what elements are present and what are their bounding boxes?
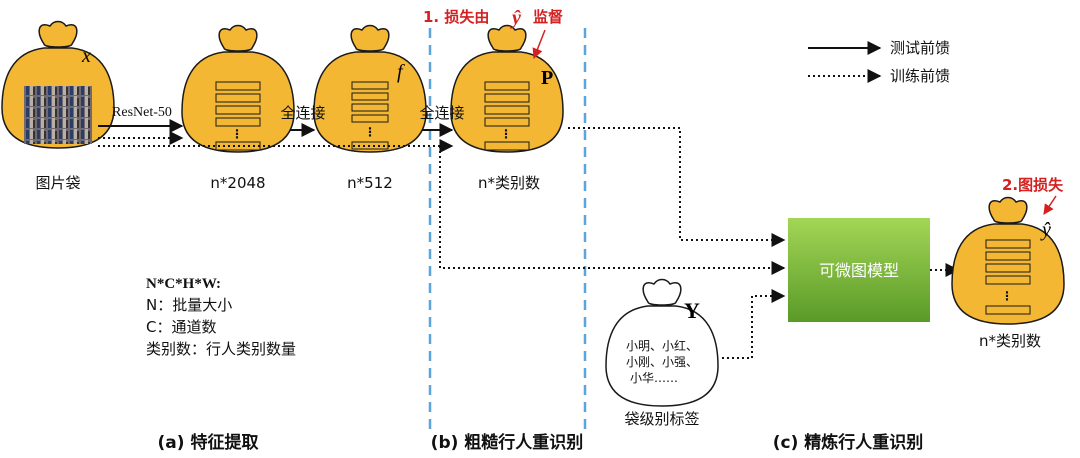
ellipsis-dots: ⋮: [500, 127, 512, 141]
section-caption-a: (a) 特征提取: [158, 432, 259, 453]
label-name-line-2: 小刚、小强、: [626, 355, 698, 369]
ellipsis-dots: ⋮: [1001, 289, 1013, 303]
notation-line-3: 类别数：行人类别数量: [146, 340, 296, 358]
input-bag-caption: 图片袋: [35, 174, 80, 192]
loss1-annotation: 1. 损失由 ŷ 监督: [423, 7, 563, 59]
label-bag-symbol: Y: [684, 298, 700, 323]
loss2-pointer: [1043, 195, 1057, 215]
section-caption-b: (b) 粗糙行人重识别: [431, 432, 584, 453]
legend-test-forward: 测试前馈: [890, 39, 950, 57]
notation-title: N*C*H*W:: [146, 276, 221, 292]
ellipsis-dots: ⋮: [364, 125, 376, 139]
image-bag-photos: [24, 86, 92, 144]
train-arrow-labels-to-model: [722, 289, 786, 359]
fc-bag-caption: n*512: [347, 174, 393, 192]
refined-bag-symbol: ŷ: [1040, 219, 1051, 241]
fc-feature-bag: ⋮: [313, 24, 427, 153]
loss1-symbol: ŷ: [510, 7, 521, 29]
loss2-label: 2.图损失: [1002, 176, 1064, 194]
fc-bag-symbol: f: [397, 61, 405, 83]
loss1-pointer: [532, 29, 546, 59]
input-bag: [1, 20, 115, 149]
resnet-bag-caption: n*2048: [210, 174, 265, 192]
legend: 测试前馈 训练前馈: [808, 39, 950, 85]
label-name-line-3: 小华……: [630, 371, 678, 385]
train-arrow-feat-to-model: [439, 146, 786, 275]
label-bag-caption: 袋级别标签: [624, 410, 699, 428]
loss1-suffix: 监督: [533, 8, 563, 26]
edge-label-fc2: 全连接: [419, 104, 464, 122]
graph-model-box: [788, 218, 930, 322]
notation-line-2: C：通道数: [146, 318, 216, 336]
resnet-feature-bag: ⋮: [181, 24, 295, 153]
train-arrow-prob-to-model: [568, 127, 786, 247]
prob-bag: ⋮: [450, 24, 564, 153]
loss1-prefix: 1. 损失由: [423, 8, 489, 26]
input-bag-symbol: x: [81, 45, 91, 67]
section-caption-c: (c) 精炼行人重识别: [773, 432, 924, 453]
feature-slots: [484, 81, 530, 151]
refined-bag-caption: n*类别数: [979, 332, 1041, 350]
ellipsis-dots: ⋮: [231, 127, 243, 141]
feature-slots: [985, 239, 1031, 315]
prob-bag-symbol: P: [541, 67, 553, 89]
edge-label-resnet: ResNet-50: [112, 105, 172, 120]
refined-bag: ⋮: [951, 196, 1065, 325]
graph-model-label: 可微图模型: [819, 261, 899, 280]
edge-label-fc1: 全连接: [280, 104, 325, 122]
notation-line-1: N：批量大小: [146, 296, 232, 314]
legend-train-forward: 训练前馈: [890, 67, 950, 85]
prob-bag-caption: n*类别数: [478, 174, 540, 192]
label-name-line-1: 小明、小红、: [626, 338, 698, 353]
